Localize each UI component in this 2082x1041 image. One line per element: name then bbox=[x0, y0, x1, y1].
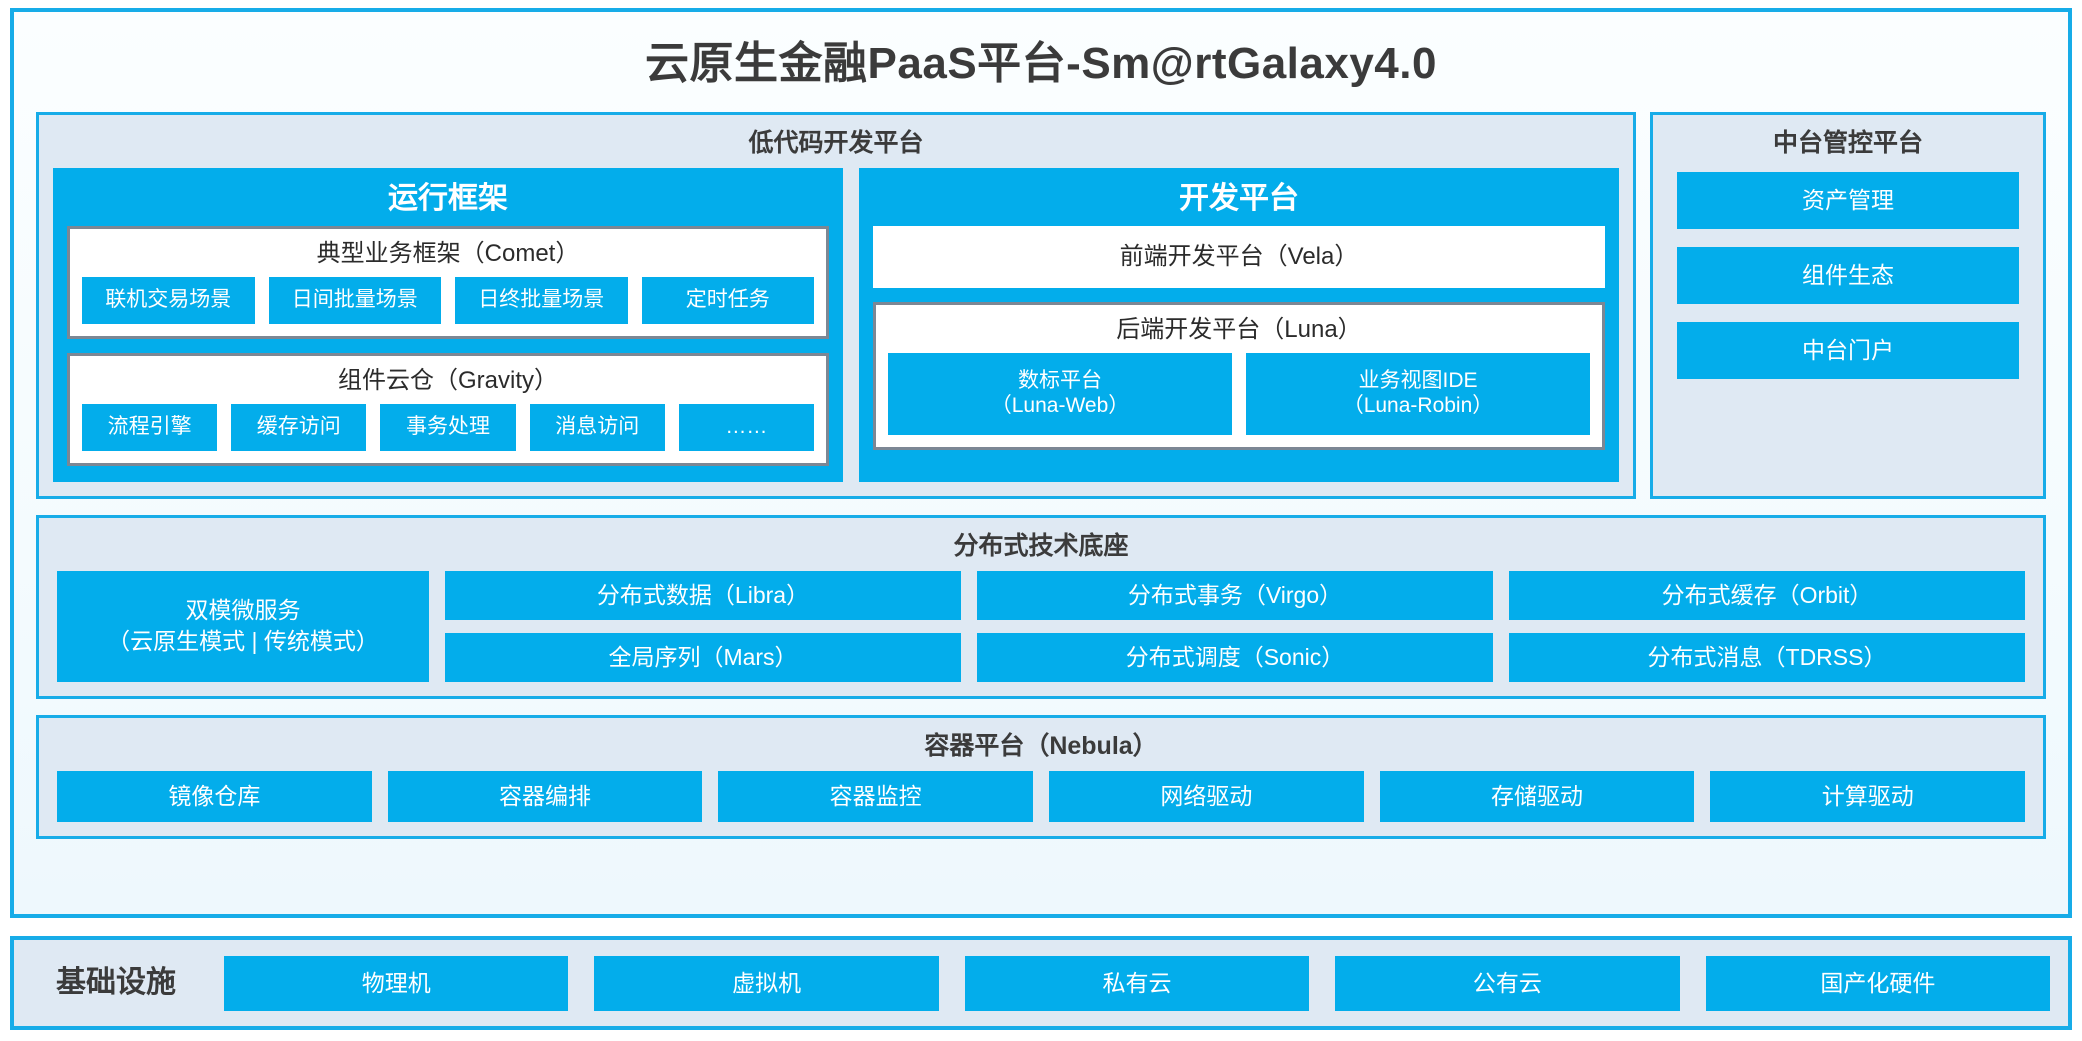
infra-cell-physical-machine[interactable]: 物理机 bbox=[224, 955, 569, 1011]
infrastructure-cell-row: 物理机 虚拟机 私有云 公有云 国产化硬件 bbox=[224, 955, 2051, 1011]
midcontrol-platform-panel: 中台管控平台 资产管理 组件生态 中台门户 bbox=[1650, 112, 2046, 499]
comet-chip[interactable]: 日间批量场景 bbox=[268, 277, 441, 324]
runtime-framework-block: 运行框架 典型业务框架（Comet） 联机交易场景 日间批量场景 日终批量场景 … bbox=[53, 168, 843, 482]
gravity-chip[interactable]: 流程引擎 bbox=[82, 403, 218, 451]
container-cell-network-driver[interactable]: 网络驱动 bbox=[1049, 770, 1364, 822]
container-cell-storage-driver[interactable]: 存储驱动 bbox=[1379, 770, 1695, 822]
dev-platform-title: 开发平台 bbox=[1179, 182, 1299, 215]
infra-cell-domestic-hardware[interactable]: 国产化硬件 bbox=[1705, 955, 2051, 1011]
luna-web-chip[interactable]: 数标平台 （Luna-Web） bbox=[888, 353, 1232, 435]
midcontrol-item-asset[interactable]: 资产管理 bbox=[1677, 172, 2019, 229]
container-platform-title: 容器平台（Nebula） bbox=[924, 731, 1158, 760]
distributed-cell-libra[interactable]: 分布式数据（Libra） bbox=[445, 570, 961, 620]
gravity-card: 组件云仓（Gravity） 流程引擎 缓存访问 事务处理 消息访问 …… bbox=[67, 352, 829, 466]
comet-title: 典型业务框架（Comet） bbox=[316, 240, 580, 267]
comet-chip[interactable]: 定时任务 bbox=[641, 277, 814, 324]
midcontrol-list: 资产管理 组件生态 中台门户 bbox=[1667, 168, 2029, 385]
infra-cell-virtual-machine[interactable]: 虚拟机 bbox=[594, 955, 939, 1011]
comet-chip[interactable]: 联机交易场景 bbox=[82, 277, 255, 324]
infra-cell-private-cloud[interactable]: 私有云 bbox=[964, 955, 1310, 1011]
distributed-cell-mars[interactable]: 全局序列（Mars） bbox=[445, 632, 961, 682]
runtime-framework-title: 运行框架 bbox=[388, 182, 508, 215]
luna-backend-title: 后端开发平台（Luna） bbox=[1116, 316, 1362, 343]
distributed-base-panel: 分布式技术底座 双模微服务 （云原生模式 | 传统模式） 分布式数据（Libra… bbox=[36, 514, 2046, 699]
midcontrol-platform-title: 中台管控平台 bbox=[1772, 129, 1923, 157]
infrastructure-label: 基础设施 bbox=[56, 966, 176, 999]
gravity-chip-more[interactable]: …… bbox=[678, 403, 815, 451]
luna-robin-chip[interactable]: 业务视图IDE （Luna-Robin） bbox=[1246, 353, 1590, 435]
gravity-chip-row: 流程引擎 缓存访问 事务处理 消息访问 …… bbox=[82, 403, 815, 451]
gravity-chip[interactable]: 消息访问 bbox=[529, 403, 665, 451]
lowcode-platform-title: 低代码开发平台 bbox=[748, 129, 924, 157]
comet-card: 典型业务框架（Comet） 联机交易场景 日间批量场景 日终批量场景 定时任务 bbox=[67, 226, 829, 339]
luna-backend-card: 后端开发平台（Luna） 数标平台 （Luna-Web） 业务视图IDE （Lu… bbox=[873, 302, 1605, 450]
midcontrol-item-component[interactable]: 组件生态 bbox=[1677, 247, 2019, 304]
comet-chip[interactable]: 日终批量场景 bbox=[455, 277, 628, 324]
container-cell-monitoring[interactable]: 容器监控 bbox=[718, 770, 1034, 822]
dual-mode-microservice-cell-wrap: 双模微服务 （云原生模式 | 传统模式） bbox=[57, 570, 429, 682]
distributed-col-3: 分布式缓存（Orbit） 分布式消息（TDRSS） bbox=[1509, 570, 2025, 682]
vela-frontend-card[interactable]: 前端开发平台（Vela） bbox=[873, 226, 1605, 288]
comet-chip-row: 联机交易场景 日间批量场景 日终批量场景 定时任务 bbox=[82, 277, 814, 324]
midcontrol-item-portal[interactable]: 中台门户 bbox=[1677, 322, 2019, 379]
luna-chip-row: 数标平台 （Luna-Web） 业务视图IDE （Luna-Robin） bbox=[888, 353, 1590, 435]
distributed-cell-sonic[interactable]: 分布式调度（Sonic） bbox=[977, 632, 1493, 682]
gravity-chip[interactable]: 缓存访问 bbox=[231, 403, 367, 451]
distributed-cell-virgo[interactable]: 分布式事务（Virgo） bbox=[977, 570, 1493, 620]
distributed-col-2: 分布式事务（Virgo） 分布式调度（Sonic） bbox=[977, 570, 1493, 682]
distributed-grid: 双模微服务 （云原生模式 | 传统模式） 分布式数据（Libra） 全局序列（M… bbox=[53, 570, 2029, 682]
top-row: 低代码开发平台 运行框架 典型业务框架（Comet） 联机交易场景 日间批量场景… bbox=[36, 112, 2046, 499]
infrastructure-panel: 基础设施 物理机 虚拟机 私有云 公有云 国产化硬件 bbox=[10, 936, 2072, 1030]
gravity-title: 组件云仓（Gravity） bbox=[337, 366, 558, 394]
container-cell-row: 镜像仓库 容器编排 容器监控 网络驱动 存储驱动 计算驱动 bbox=[53, 770, 2029, 822]
container-cell-image-registry[interactable]: 镜像仓库 bbox=[57, 770, 372, 822]
distributed-base-title: 分布式技术底座 bbox=[953, 531, 1129, 560]
page-title: 云原生金融PaaS平台-Sm@rtGalaxy4.0 bbox=[645, 39, 1437, 88]
container-cell-compute-driver[interactable]: 计算驱动 bbox=[1710, 770, 2026, 822]
container-platform-panel: 容器平台（Nebula） 镜像仓库 容器编排 容器监控 网络驱动 存储驱动 计算… bbox=[36, 714, 2046, 839]
lowcode-platform-panel: 低代码开发平台 运行框架 典型业务框架（Comet） 联机交易场景 日间批量场景… bbox=[36, 112, 1636, 499]
distributed-cell-orbit[interactable]: 分布式缓存（Orbit） bbox=[1509, 570, 2025, 620]
distributed-col-1: 分布式数据（Libra） 全局序列（Mars） bbox=[445, 570, 961, 682]
distributed-cell-tdrss[interactable]: 分布式消息（TDRSS） bbox=[1509, 632, 2025, 682]
gravity-chip[interactable]: 事务处理 bbox=[380, 403, 516, 451]
dev-platform-block: 开发平台 前端开发平台（Vela） 后端开发平台（Luna） 数标平台 （Lun… bbox=[859, 168, 1619, 482]
infra-cell-public-cloud[interactable]: 公有云 bbox=[1335, 955, 1680, 1011]
container-cell-orchestration[interactable]: 容器编排 bbox=[387, 770, 703, 822]
platform-frame: 云原生金融PaaS平台-Sm@rtGalaxy4.0 低代码开发平台 运行框架 … bbox=[10, 8, 2072, 918]
dual-mode-microservice-cell[interactable]: 双模微服务 （云原生模式 | 传统模式） bbox=[57, 570, 429, 682]
